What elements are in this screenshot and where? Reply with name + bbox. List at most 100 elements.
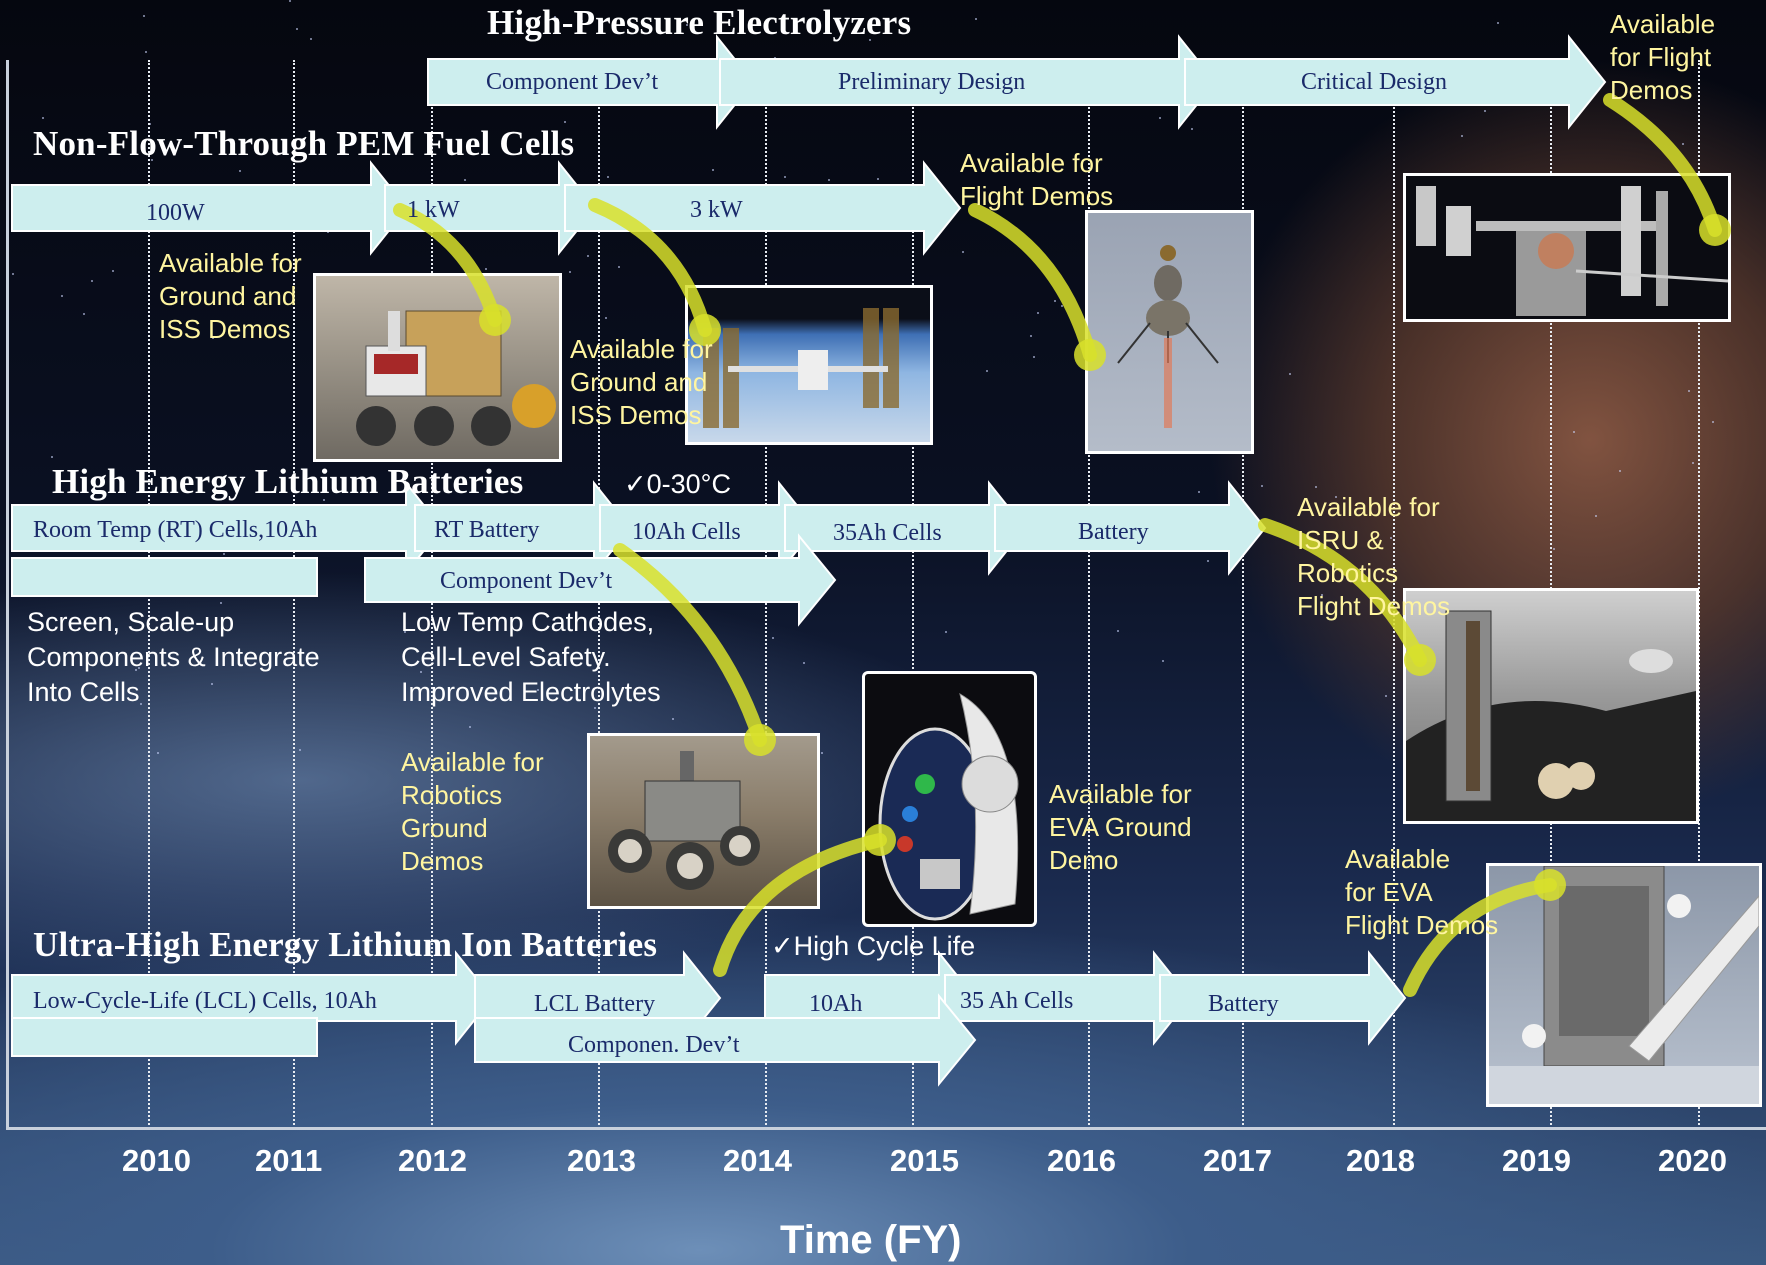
outcome-fuel3-line-1: Available for [960,148,1103,178]
outcome-isru-line-2: ISRU & [1297,525,1384,555]
stage-lithium-battery: Battery [1078,519,1149,545]
year-2015: 2015 [890,1143,959,1178]
outcome-fuel3-line-2: Flight Demos [960,181,1114,211]
year-2012: 2012 [398,1143,467,1178]
star-dot [149,123,151,125]
star-dot [564,121,566,123]
stage-ultra-lcl-battery: LCL Battery [534,991,656,1017]
star-dot [1157,58,1159,60]
star-dot [594,707,596,709]
note-low-temp: Low Temp Cathodes, Cell-Level Safety. Im… [401,605,661,710]
outcome-electrolyzer-flight: Available for Flight Demos [1610,8,1715,107]
outcome-eva-ground-line-2: EVA Ground [1049,812,1192,842]
arrow-fuel-3kw [564,160,962,256]
star-dot [853,190,855,192]
outcome-electrolyzer-line-1: Available [1610,9,1716,39]
star-dot [404,477,406,479]
stage-lithium-35ah: 35Ah Cells [833,520,942,546]
small-rover-photo [587,733,820,909]
star-dot [581,20,583,22]
star-dot [1461,135,1463,137]
star-dot [821,752,823,754]
star-dot [1315,486,1317,488]
star-dot [485,268,487,270]
star-dot [469,726,471,728]
star-dot [1497,22,1499,24]
outcome-eva-ground-line-1: Available for [1049,779,1192,809]
hubble-eva-illustration [1489,866,1759,1104]
star-dot [1207,560,1209,562]
star-dot [607,176,609,178]
star-dot [587,255,589,257]
star-dot [1573,431,1575,433]
bar-ultra-screen [11,1017,318,1057]
space-station-photo [1403,173,1731,322]
outcome-fuel-ground-iss-2: Available for Ground and ISS Demos [570,333,713,432]
star-dot [1385,695,1387,697]
star-dot [239,170,241,172]
iss-illustration [703,308,899,428]
star-dot [404,631,406,633]
note-lowtemp-line-1: Low Temp Cathodes, [401,607,655,637]
stage-fuel-1kw: 1 kW [407,197,460,223]
outcome-robotics-line-2: Robotics [401,780,503,810]
stage-fuel-100w: 100W [146,200,205,226]
rover-illustration [356,310,556,446]
star-dot [157,752,159,754]
star-dot [296,28,298,30]
star-dot [1682,143,1684,145]
star-dot [409,562,411,564]
star-dot [1182,120,1184,122]
star-dot [61,295,63,297]
star-dot [12,273,14,275]
stage-ultra-10ah: 10Ah [809,991,863,1017]
outcome-fuel-ground-iss-1: Available for Ground and ISS Demos [159,247,302,346]
year-2014: 2014 [723,1143,792,1178]
gridline-2016 [1088,60,1090,1125]
spacesuit-illustration [878,692,1019,921]
outcome-electrolyzer-line-2: for Flight [1610,42,1712,72]
outcome-robotics-line-3: Ground [401,813,488,843]
star-dot [203,185,205,187]
star-dot [211,683,213,685]
curve-flight-to-lander [968,203,1097,362]
star-dot [1712,421,1714,423]
star-dot [1198,491,1200,493]
star-dot [151,159,153,161]
star-dot [212,337,214,339]
stage-lithium-rt-battery: RT Battery [434,517,540,543]
title-electrolyzers: High-Pressure Electrolyzers [487,3,912,42]
outcome-eva-flight-line-3: Flight Demos [1345,910,1499,940]
star-dot [1307,100,1309,102]
star-dot [1688,390,1690,392]
star-dot [138,667,140,669]
year-2018: 2018 [1346,1143,1415,1178]
lunar-base-photo [1403,588,1699,824]
star-dot [106,563,108,565]
star-dot [1033,356,1035,358]
stage-lithium-component: Component Dev’t [440,568,613,594]
note-screen-line-2: Components & Integrate [27,642,320,672]
star-dot [1619,470,1621,472]
star-dot [1692,462,1694,464]
star-dot [235,550,237,552]
year-2013: 2013 [567,1143,636,1178]
outcome-robotics-ground: Available for Robotics Ground Demos [401,746,544,878]
station-illustration [1416,186,1728,316]
note-lowtemp-line-2: Cell-Level Safety. [401,642,611,672]
stage-ultra-component: Componen. Dev’t [568,1032,740,1058]
outcome-isru-flight: Available for ISRU & Robotics Flight Dem… [1297,491,1450,623]
star-dot [784,176,786,178]
star-dot [672,718,674,720]
star-dot [1030,335,1032,337]
star-dot [1584,79,1586,81]
gridline-2014 [765,60,767,1125]
stage-lithium-rt-cells: Room Temp (RT) Cells,10Ah [33,517,318,543]
note-screen-scaleup: Screen, Scale-up Components & Integrate … [27,605,320,710]
star-dot [143,15,145,17]
stage-lithium-10ah: 10Ah Cells [632,519,741,545]
stage-ultra-35ah: 35 Ah Cells [960,988,1074,1014]
arrow-ultra-10ah [764,950,977,1046]
hubble-eva-photo [1486,863,1762,1107]
